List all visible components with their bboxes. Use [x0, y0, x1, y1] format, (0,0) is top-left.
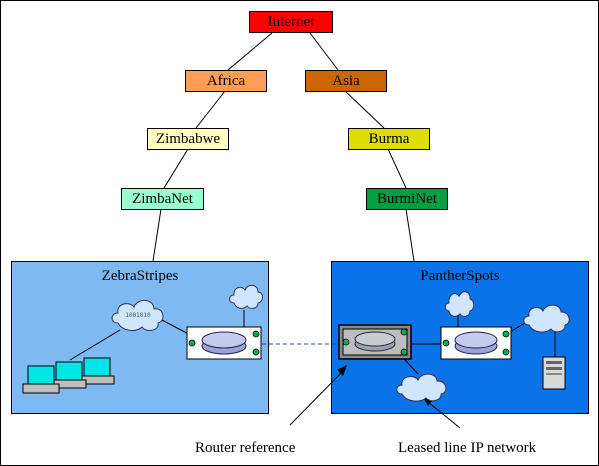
- server-icon: [542, 356, 566, 390]
- burma-node[interactable]: Burma: [348, 128, 430, 150]
- africa-label: Africa: [206, 73, 246, 89]
- link-zimbanet-zebrastripes: [152, 208, 162, 262]
- link-cloud-pcs-zebra: [69, 329, 121, 361]
- pantherspots-title: PantherSpots: [420, 268, 500, 284]
- internet-node[interactable]: Internet: [249, 11, 333, 33]
- zimbanet-node[interactable]: ZimbaNet: [121, 188, 204, 210]
- cloud-icon: [444, 291, 474, 317]
- zimbanet-label: ZimbaNet: [132, 191, 193, 207]
- link-internet-asia: [309, 32, 339, 71]
- cloud-icon: [396, 373, 447, 402]
- leased-line-caption: Leased line IP network: [398, 440, 537, 456]
- router-reference-arrow-icon: [337, 365, 347, 376]
- leased-line-arrow-line: [427, 401, 461, 429]
- link-burma-burminet: [387, 148, 407, 189]
- zimbabwe-label: Zimbabwe: [155, 131, 221, 147]
- link-zimbabwe-zimbanet: [163, 148, 189, 189]
- zebrastripes-title: ZebraStripes: [101, 268, 179, 284]
- router-reference-icon[interactable]: [338, 324, 412, 360]
- router-icon[interactable]: [186, 326, 262, 360]
- link-router1-cloud-bottom: [404, 359, 419, 375]
- internet-label: Internet: [267, 14, 315, 30]
- svg-text:1001010: 1001010: [125, 312, 151, 319]
- zimbabwe-node[interactable]: Zimbabwe: [147, 128, 229, 150]
- link-africa-zimbabwe: [195, 90, 226, 129]
- cloud-icon: [229, 284, 263, 309]
- cloud-icon: [523, 304, 570, 333]
- link-internet-africa: [227, 32, 273, 71]
- router-reference-arrow-line: [289, 371, 343, 426]
- router-reference-caption: Router reference: [195, 440, 296, 456]
- africa-node[interactable]: Africa: [185, 70, 267, 92]
- computer-icon: [22, 357, 115, 394]
- burminet-label: BurmiNet: [377, 191, 437, 207]
- router-icon[interactable]: [440, 326, 512, 360]
- link-burminet-pantherspots: [405, 208, 415, 262]
- link-asia-burma: [344, 90, 385, 129]
- burma-label: Burma: [368, 131, 410, 147]
- cloud-icon: 1001010: [111, 300, 164, 331]
- burminet-node[interactable]: BurmiNet: [366, 188, 448, 210]
- asia-label: Asia: [332, 73, 360, 89]
- asia-node[interactable]: Asia: [305, 70, 387, 92]
